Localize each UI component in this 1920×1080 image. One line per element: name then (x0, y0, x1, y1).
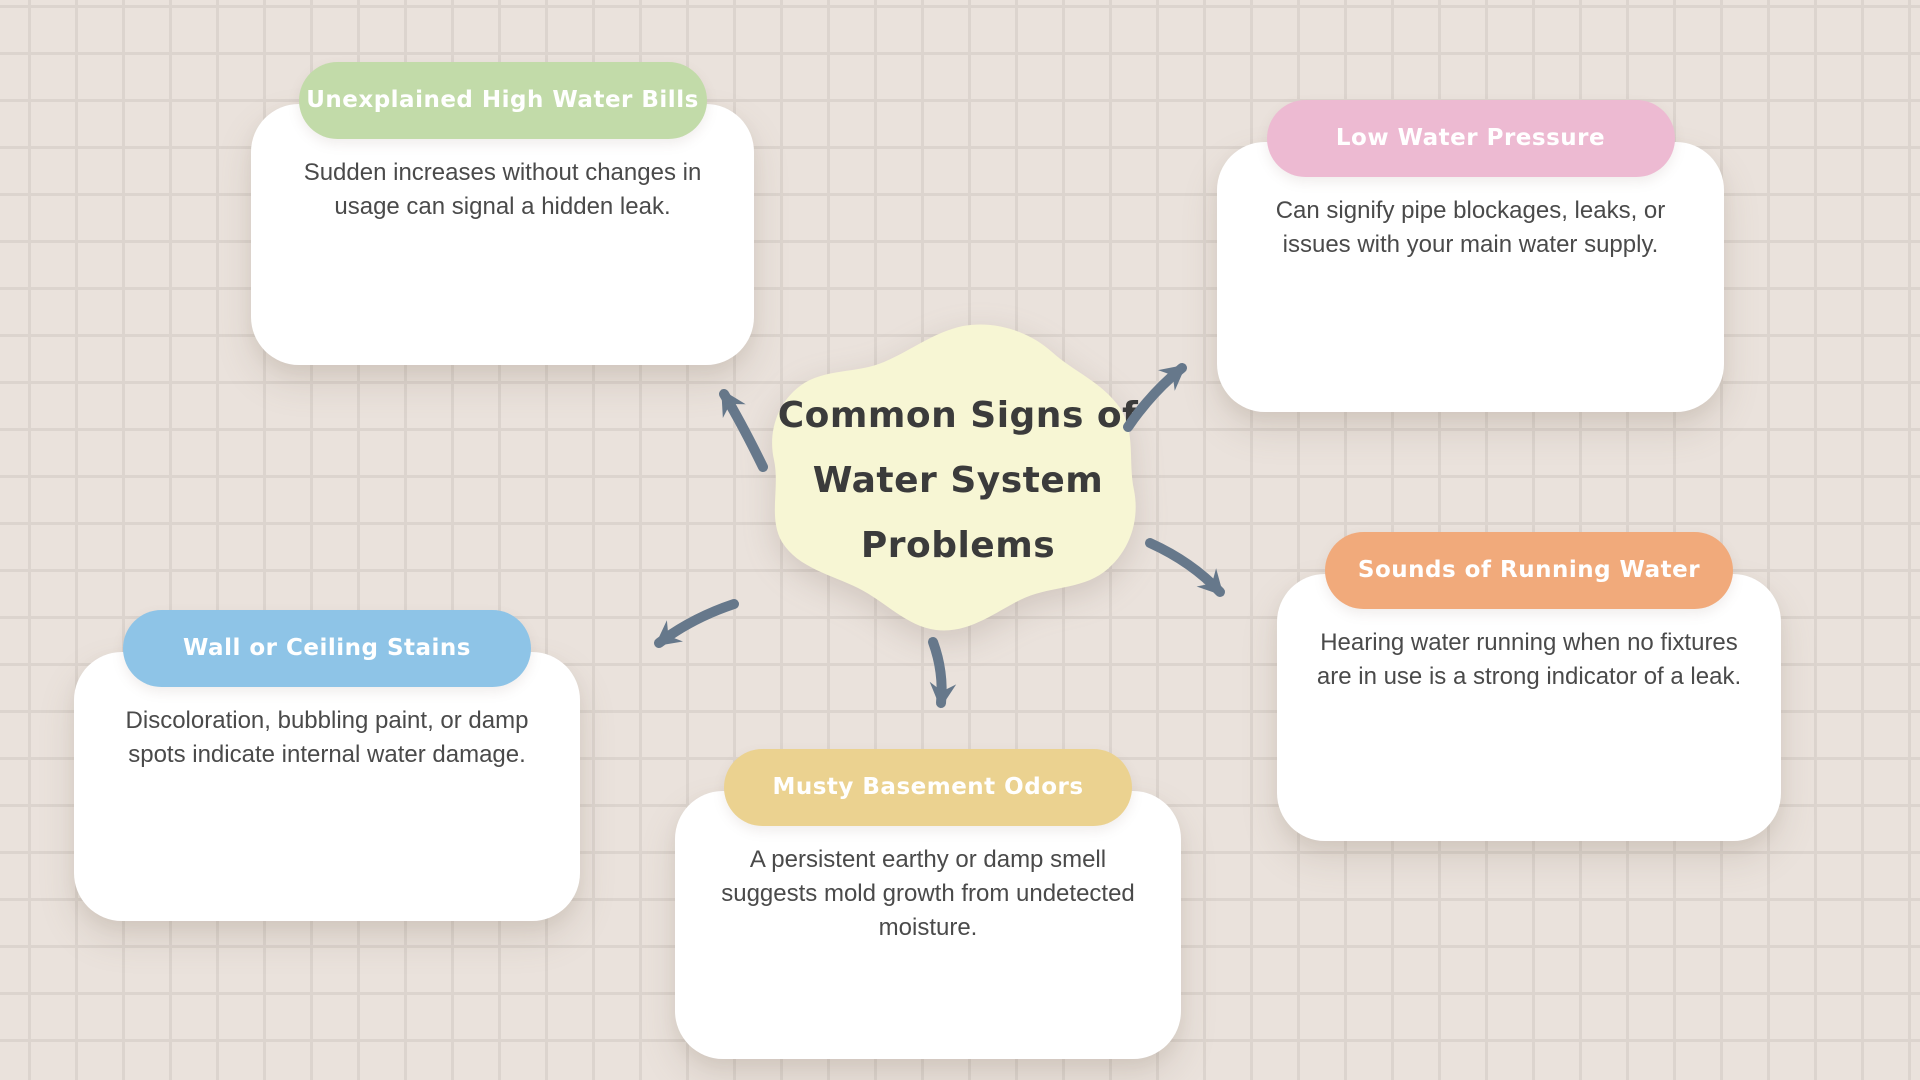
card-header-pill: Low Water Pressure (1266, 100, 1675, 177)
card-body-text: Discoloration, bubbling paint, or damp s… (125, 707, 529, 768)
card-low-water-pressure: Low Water Pressure Can signify pipe bloc… (1217, 100, 1724, 412)
card-header-pill: Sounds of Running Water (1325, 532, 1733, 609)
card-sounds-of-running-water: Sounds of Running Water Hearing water ru… (1277, 532, 1781, 841)
card-body-text: Can signify pipe blockages, leaks, or is… (1275, 197, 1666, 258)
arrow-to-musty-basement-odors (928, 637, 957, 709)
card-header-pill: Wall or Ceiling Stains (123, 610, 531, 687)
card-body-text: A persistent earthy or damp smell sugges… (721, 846, 1135, 941)
card-unexplained-high-water-bills: Unexplained High Water Bills Sudden incr… (251, 62, 754, 365)
center-title: Common Signs of Water System Problems (777, 395, 1139, 566)
card-body-text: Sudden increases without changes in usag… (303, 159, 702, 220)
card-header-pill: Musty Basement Odors (724, 749, 1132, 826)
card-header-pill: Unexplained High Water Bills (298, 62, 707, 139)
center-blob (772, 324, 1136, 631)
center-blob-shape (772, 324, 1136, 631)
card-musty-basement-odors: Musty Basement Odors A persistent earthy… (675, 749, 1181, 1059)
arrow-to-sounds-of-running-water (1145, 538, 1225, 597)
card-wall-or-ceiling-stains: Wall or Ceiling Stains Discoloration, bu… (74, 610, 580, 921)
arrow-to-wall-or-ceiling-stains (654, 599, 739, 648)
card-body-text: Hearing water running when no fixtures a… (1316, 629, 1742, 690)
